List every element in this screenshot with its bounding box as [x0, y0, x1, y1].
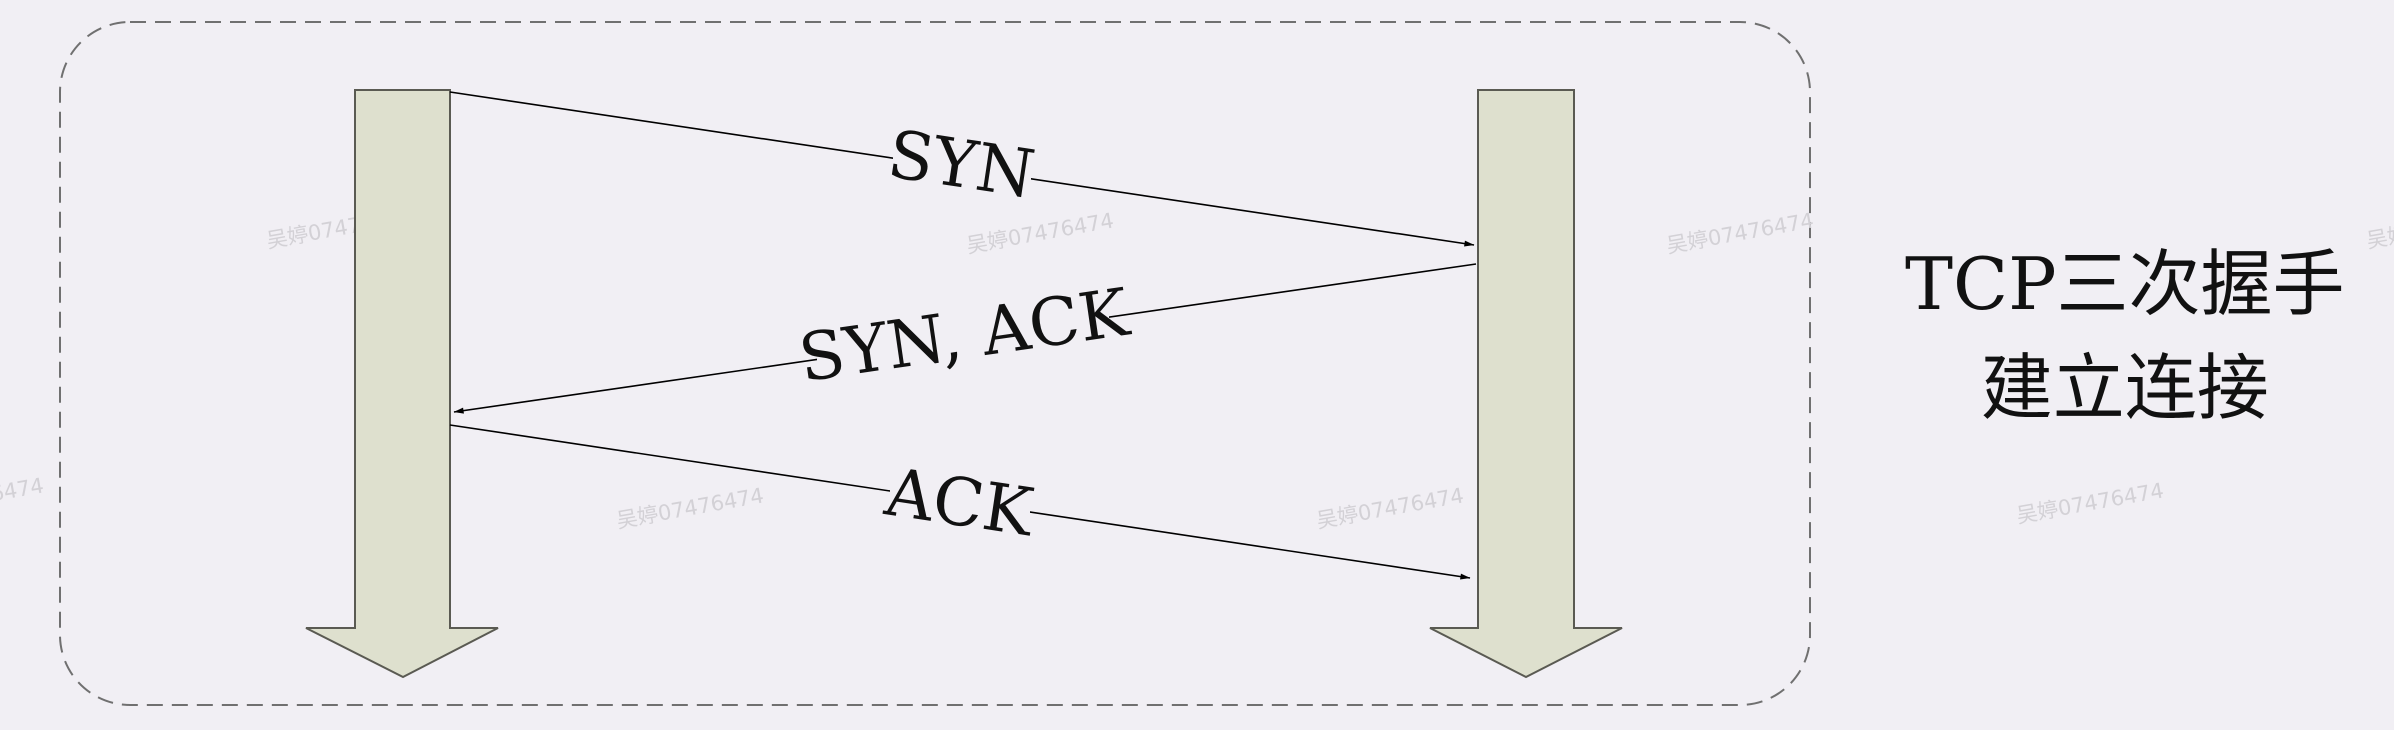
- watermark-text: 吴婷07476474: [1665, 208, 1816, 257]
- caption-line-1: TCP三次握手: [1905, 242, 2345, 326]
- syn-label-bg: [893, 118, 1031, 198]
- ack-label-bg: [890, 458, 1030, 538]
- watermark-text: 吴婷07476474: [0, 473, 45, 522]
- watermark-text: 吴婷07476474: [2015, 478, 2166, 527]
- watermark-text: 吴婷07476474: [2365, 203, 2394, 252]
- caption-line-2: 建立连接: [1980, 346, 2269, 430]
- dashed-boundary: [59, 21, 1811, 706]
- syn-ack-label-bg: [817, 290, 1109, 372]
- watermark-text: 吴婷07476474: [965, 208, 1116, 257]
- server-timeline-arrow: [1429, 89, 1623, 679]
- client-timeline-arrow: [305, 89, 499, 679]
- watermark-text: 吴婷07476474: [615, 483, 766, 532]
- watermark-text: 吴婷07476474: [1315, 483, 1466, 532]
- handshake-caption: TCP三次握手 建立连接: [1905, 232, 2345, 440]
